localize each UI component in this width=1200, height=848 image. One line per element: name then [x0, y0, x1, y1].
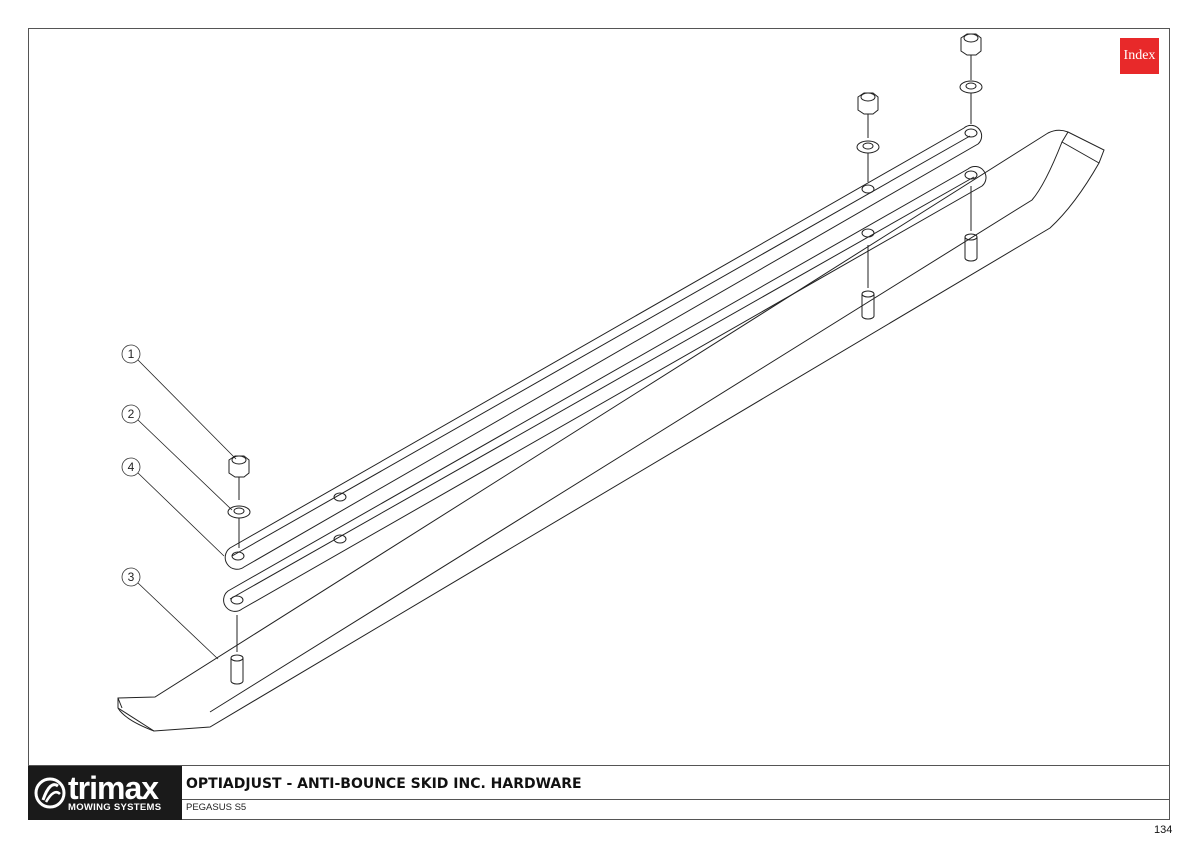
stud-front	[230, 615, 244, 685]
washer-front	[227, 505, 251, 548]
page-number: 134	[1154, 824, 1173, 836]
callout-4: 4	[121, 457, 141, 477]
title-divider	[182, 799, 1170, 800]
nut-rear	[960, 33, 982, 80]
drawing-frame	[28, 28, 1170, 820]
callout-1: 1	[121, 344, 141, 364]
svg-text:2: 2	[128, 407, 135, 421]
callout-3: 3	[121, 567, 141, 587]
logo-wordmark: trimax	[68, 770, 159, 806]
trimax-logo: trimax MOWING SYSTEMS	[28, 766, 182, 820]
callout-balloons: 1 2 4 3	[121, 344, 141, 587]
nut-mid	[857, 92, 879, 138]
svg-text:1: 1	[128, 347, 135, 361]
washer-rear	[959, 80, 983, 124]
model-name: PEGASUS S5	[186, 802, 247, 813]
strap-lower	[223, 165, 987, 612]
strap-upper	[224, 124, 983, 570]
nut-front	[228, 455, 250, 500]
leader-lines	[137, 359, 237, 660]
index-button[interactable]: Index	[1120, 38, 1159, 74]
callout-2: 2	[121, 404, 141, 424]
svg-text:4: 4	[128, 460, 135, 474]
skid-body	[117, 129, 1105, 732]
title-block: trimax MOWING SYSTEMS OPTIADJUST - ANTI-…	[28, 765, 1170, 820]
logo-tagline: MOWING SYSTEMS	[68, 802, 162, 813]
drawing-title: OPTIADJUST - ANTI-BOUNCE SKID INC. HARDW…	[186, 776, 582, 792]
stud-mid	[861, 245, 875, 320]
stud-rear	[964, 186, 978, 262]
trimax-swirl-icon	[34, 777, 66, 809]
washer-mid	[856, 140, 880, 182]
svg-text:3: 3	[128, 570, 135, 584]
